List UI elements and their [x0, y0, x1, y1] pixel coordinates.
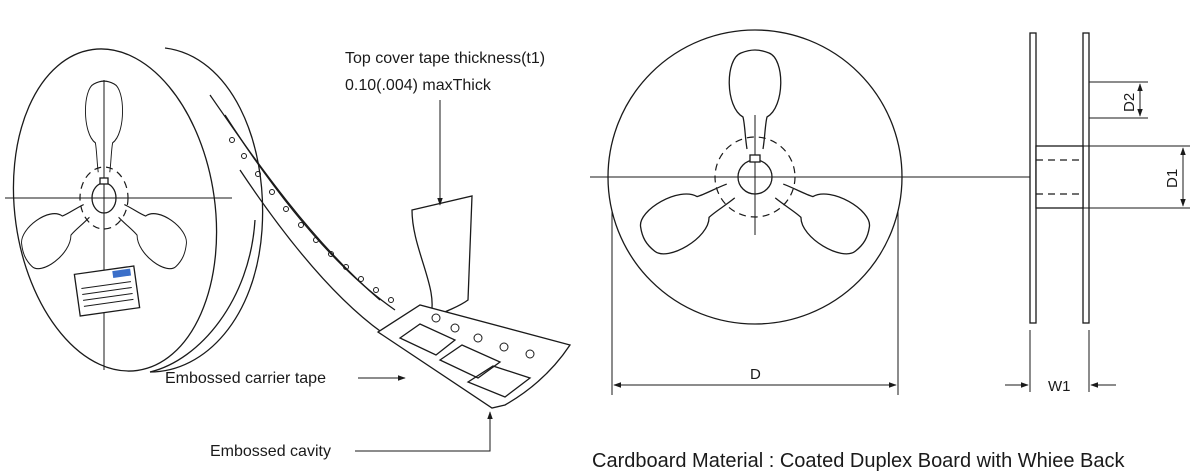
reel-hub-key: [99, 177, 109, 185]
dim-d-label: D: [750, 366, 761, 383]
tape-upper-edge: [209, 94, 381, 301]
side-flange-left: [1029, 32, 1037, 324]
front-spoke-left: [631, 168, 745, 264]
side-flange-right: [1082, 32, 1090, 324]
front-spoke-right: [765, 168, 879, 264]
reel-front-flange: [12, 48, 218, 372]
embossed-cavity-label: Embossed cavity: [210, 443, 331, 460]
embossed-carrier-label: Embossed carrier tape: [165, 370, 326, 387]
tape-mid-edge: [224, 114, 396, 311]
reel-label-sticker: [73, 265, 141, 317]
perspective-reel: [5, 47, 572, 409]
embossed-cavity-leader: [355, 411, 493, 452]
tape-lower-edge: [239, 169, 391, 339]
top-cover-label-line1: Top cover tape thickness(t1): [345, 50, 545, 67]
front-hub-key: [749, 154, 761, 163]
carrier-sprocket-holes: [431, 313, 535, 359]
cardboard-material-note: Cardboard Material : Coated Duplex Board…: [592, 450, 1125, 472]
top-cover-label-line2: 0.10(.004) maxThick: [345, 77, 492, 94]
dim-d2-label: D2: [1121, 93, 1138, 112]
reel-back-rim-inner: [149, 219, 256, 373]
side-hub: [1035, 145, 1084, 209]
embossed-carrier-strip: [376, 304, 572, 409]
tape-sprocket-holes: [229, 137, 394, 303]
top-cover-tape: [411, 195, 473, 320]
dim-d1-label: D1: [1164, 169, 1181, 188]
front-view-reel: D: [590, 29, 1040, 395]
embossed-cavities: [398, 323, 532, 398]
side-view-reel: D2 D1 W1: [1005, 32, 1190, 395]
reel-hub-dashed: [79, 166, 129, 230]
reel-back-rim: [149, 47, 264, 373]
dim-w1-label: W1: [1048, 378, 1071, 395]
front-hub-dashed: [714, 136, 796, 218]
